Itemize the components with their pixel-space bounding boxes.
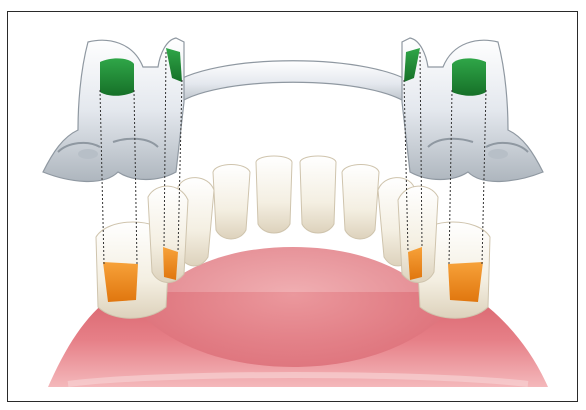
rest-seat	[448, 262, 483, 302]
figure-frame	[7, 11, 578, 402]
rest-seat	[408, 247, 422, 280]
incisor	[213, 165, 250, 240]
incisor	[342, 165, 379, 240]
rest-seat	[163, 247, 178, 280]
incisor	[256, 156, 292, 233]
occlusal-rest	[452, 58, 486, 95]
incisor	[300, 156, 336, 233]
occlusal-rest	[100, 58, 134, 95]
partial-denture-illustration	[8, 12, 577, 401]
rest-seat	[103, 262, 138, 302]
